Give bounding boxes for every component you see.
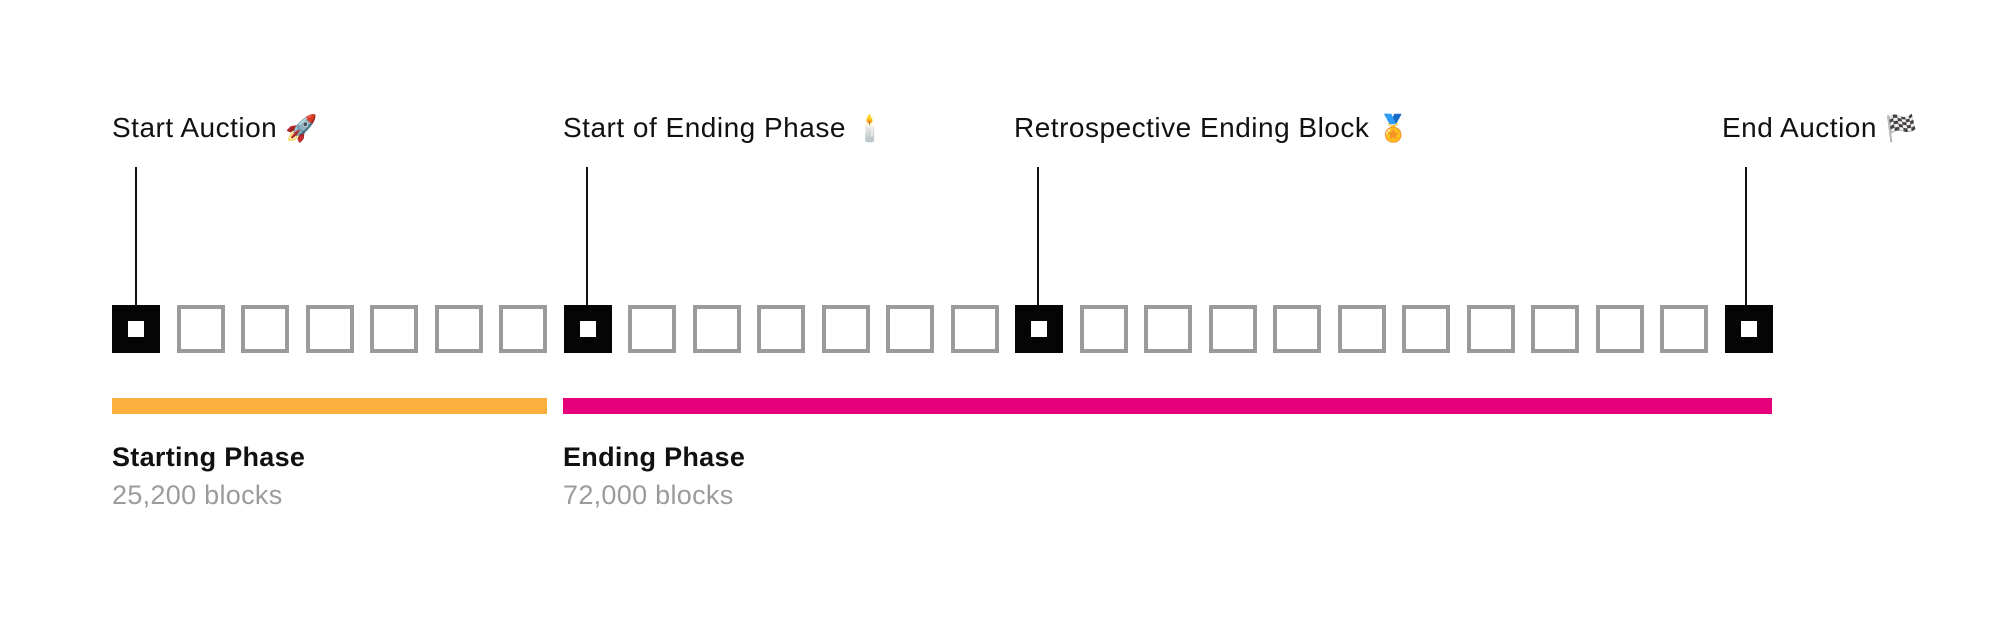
key-block <box>112 305 160 353</box>
block <box>1144 305 1192 353</box>
block <box>1660 305 1708 353</box>
starting-phase-title: Starting Phase <box>112 442 306 472</box>
block <box>1273 305 1321 353</box>
marker-label: End Auction <box>1722 112 1877 143</box>
block <box>1596 305 1644 353</box>
block <box>757 305 805 353</box>
marker-label: Retrospective Ending Block <box>1014 112 1370 143</box>
rocket-icon: 🚀 <box>285 113 319 143</box>
block-row <box>112 305 1773 353</box>
starting-phase-bar <box>112 398 547 414</box>
block <box>822 305 870 353</box>
block <box>1080 305 1128 353</box>
key-block <box>1015 305 1063 353</box>
block <box>1209 305 1257 353</box>
marker-label: Start of Ending Phase <box>563 112 846 143</box>
marker-start-of-ending-phase: Start of Ending Phase🕯️ <box>563 112 887 144</box>
marker-start-auction: Start Auction🚀 <box>112 112 318 144</box>
block <box>435 305 483 353</box>
marker-end-auction: End Auction🏁 <box>1722 112 1918 144</box>
block <box>177 305 225 353</box>
block <box>1467 305 1515 353</box>
marker-connector-line <box>135 167 137 305</box>
checkered-flag-icon: 🏁 <box>1884 113 1918 143</box>
marker-connector-line <box>1037 167 1039 305</box>
marker-connector-line <box>1745 167 1747 305</box>
block <box>886 305 934 353</box>
medal-icon: 🏅 <box>1377 113 1411 143</box>
block <box>306 305 354 353</box>
block <box>370 305 418 353</box>
block <box>499 305 547 353</box>
block <box>241 305 289 353</box>
marker-retrospective-ending-block: Retrospective Ending Block🏅 <box>1014 112 1410 144</box>
marker-connector-line <box>586 167 588 305</box>
ending-phase-block-count: 72,000 blocks <box>563 480 734 510</box>
block <box>951 305 999 353</box>
block <box>693 305 741 353</box>
ending-phase-bar <box>563 398 1772 414</box>
ending-phase-title: Ending Phase <box>563 442 746 472</box>
block <box>1402 305 1450 353</box>
starting-phase-block-count: 25,200 blocks <box>112 480 283 510</box>
block <box>628 305 676 353</box>
block <box>1338 305 1386 353</box>
key-block <box>1725 305 1773 353</box>
candle-icon: 🕯️ <box>853 113 887 143</box>
block <box>1531 305 1579 353</box>
marker-label: Start Auction <box>112 112 278 143</box>
key-block <box>564 305 612 353</box>
